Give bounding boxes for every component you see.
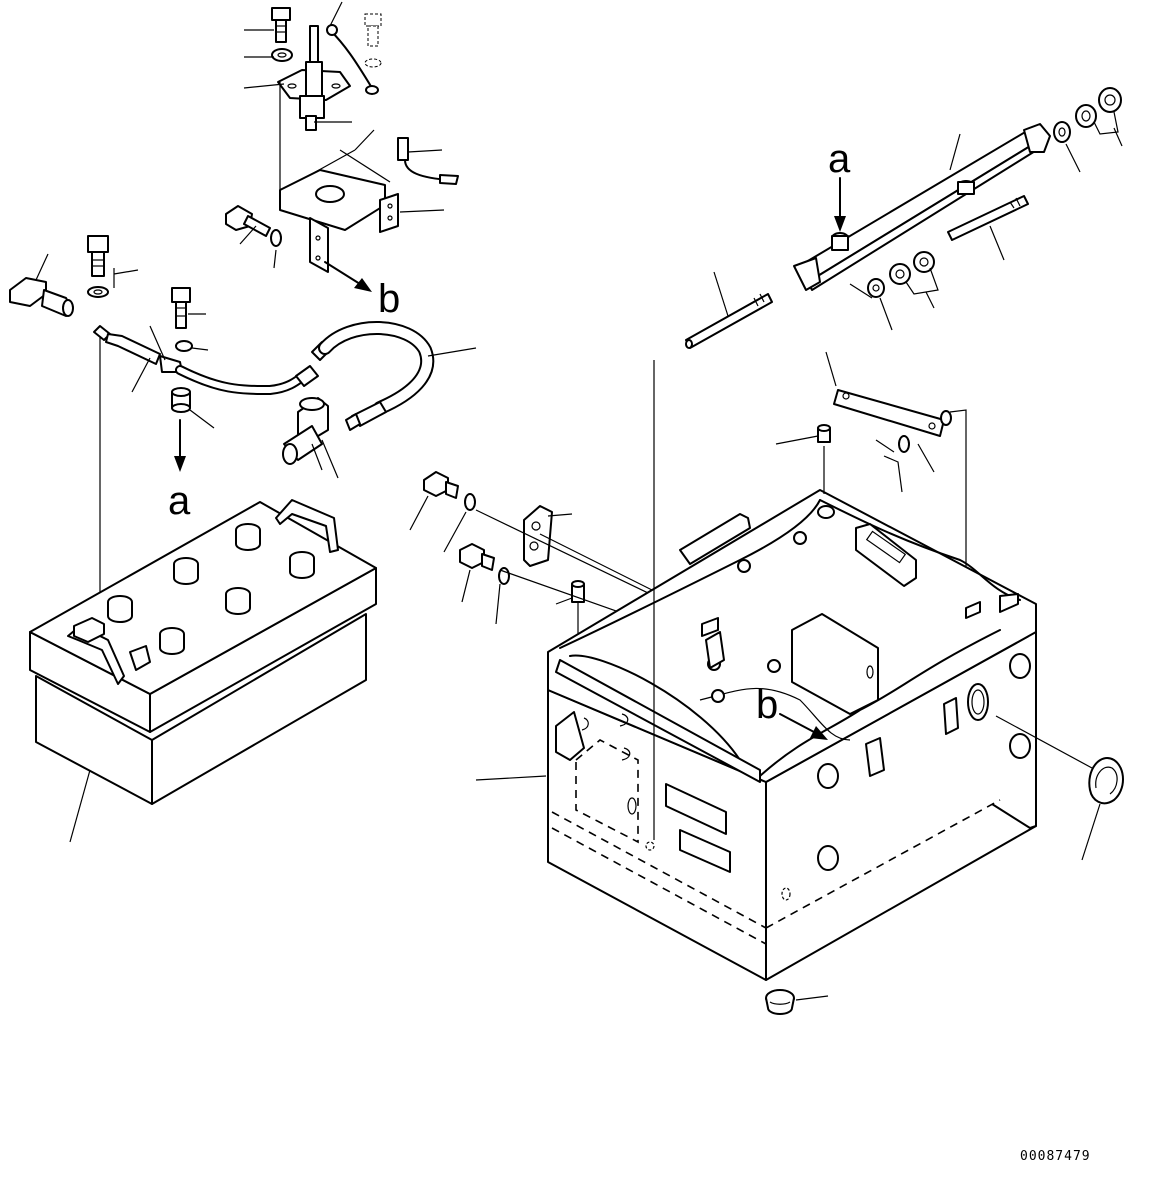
callout-b-box: b [756,683,778,727]
battery-relay-assembly [225,1,459,292]
nut-stack-mid-right [867,251,939,331]
mid-washer-1 [464,493,476,511]
cable-bolt-2 [171,287,206,329]
nut-stack-top-right [1053,87,1123,173]
grommet-bottom [765,989,829,1015]
box-bosses [707,505,835,703]
grommet-side [995,715,1124,861]
strap-washer [940,410,952,426]
arrow-a-left [174,419,186,472]
tray-bolt [775,424,831,445]
j-bolt-rod-1 [947,195,1029,261]
battery-cable-short [93,325,319,396]
terminal-cover [9,253,74,317]
cable-washer [175,340,193,352]
arrow-b-top [324,261,372,292]
relay-wire-harness [397,137,459,185]
tray-strap [825,351,945,437]
arrow-b-box [779,713,828,740]
battery-caps [107,523,315,655]
relay-bracket [279,169,399,273]
bracket-bolt [225,205,271,237]
spacer-collar [171,387,215,429]
callout-a-right: a [828,137,851,181]
battery [29,499,377,843]
mid-bolt-2 [459,543,495,603]
relay-bolt [271,7,291,43]
relay-washer [271,48,293,62]
mid-bolt-1 [409,471,459,531]
bracket-washer [270,229,282,247]
callout-a-left: a [168,479,191,523]
battery-cable-group [9,235,477,624]
leader-lines-relay [239,1,445,269]
battery-box [475,360,1037,981]
strap-washer-2 [898,435,910,453]
hold-down-bar [793,123,1051,299]
clamp-plate [523,505,573,567]
terminal-boots [282,397,339,479]
relay-bolt-ghost [364,13,382,68]
arrow-a-right [834,177,846,232]
battery-relay [277,24,379,131]
cable-bolt-1 [87,235,109,298]
drawing-number: 00087479 [1020,1149,1091,1164]
j-bolt-rod-2 [685,271,773,349]
battery-cable-long [311,321,477,431]
callout-b-top: b [378,277,400,321]
